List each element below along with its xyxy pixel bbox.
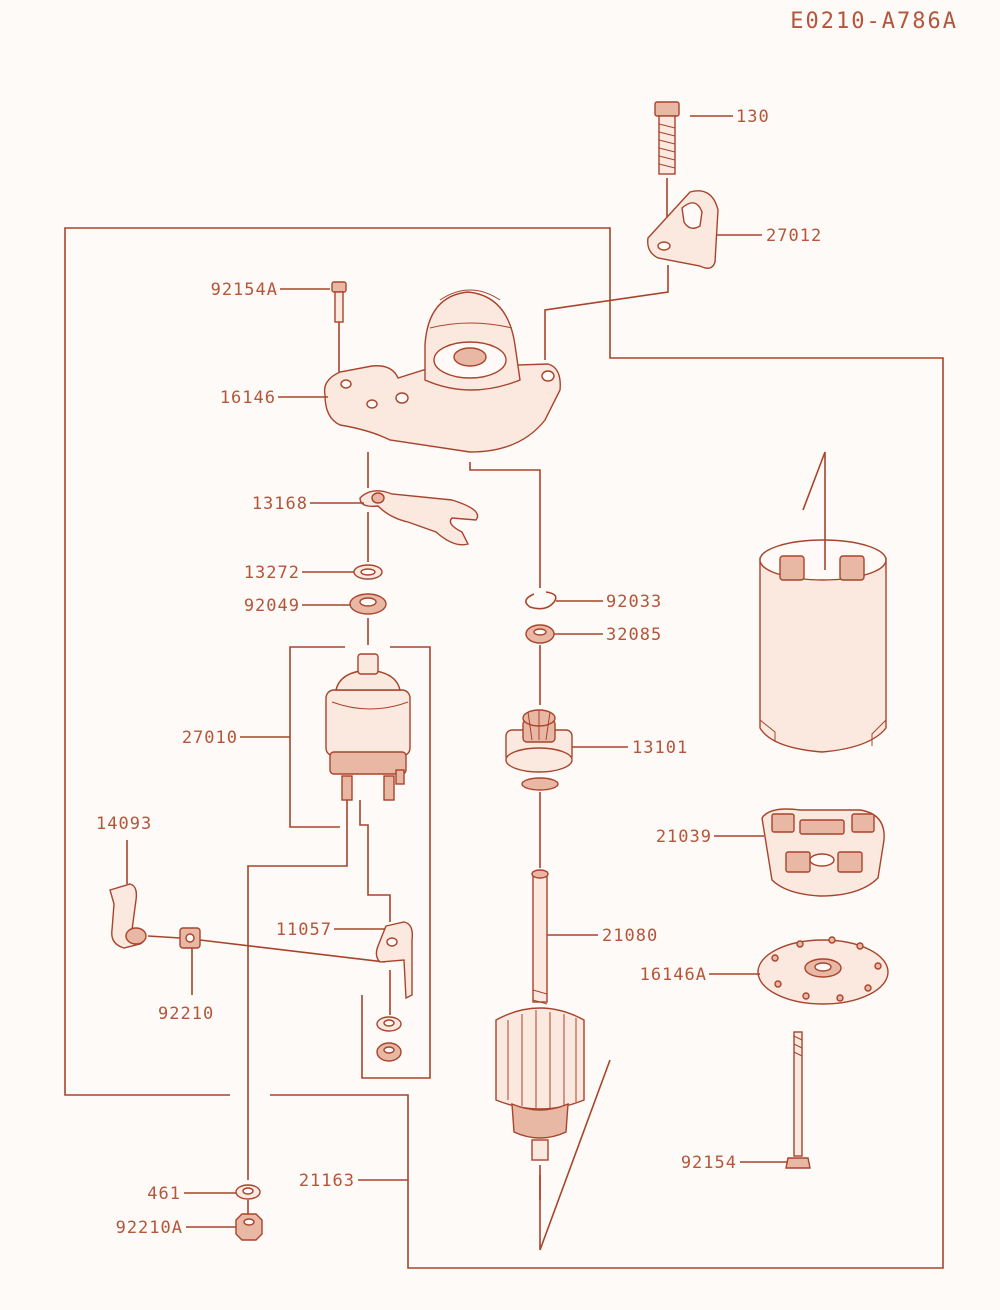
label-27012[interactable]: 27012: [766, 226, 822, 246]
label-13272[interactable]: 13272: [244, 563, 300, 583]
washer-13272[interactable]: [353, 564, 383, 580]
seal-92049[interactable]: [349, 593, 387, 615]
label-92033[interactable]: 92033: [606, 592, 662, 612]
label-92210A[interactable]: 92210A: [116, 1218, 183, 1238]
collar-32085[interactable]: [525, 624, 555, 644]
screw-92154A[interactable]: [331, 281, 347, 323]
label-11057[interactable]: 11057: [276, 920, 332, 940]
label-130[interactable]: 130: [736, 107, 770, 127]
snap-ring-92033[interactable]: [525, 591, 557, 610]
label-21039[interactable]: 21039: [656, 827, 712, 847]
yoke-housing[interactable]: [759, 539, 887, 753]
nut-92210[interactable]: [179, 927, 201, 949]
label-92154A[interactable]: 92154A: [211, 280, 278, 300]
label-13101[interactable]: 13101: [632, 738, 688, 758]
washer-461[interactable]: [235, 1184, 261, 1200]
label-92154[interactable]: 92154: [681, 1153, 737, 1173]
label-13168[interactable]: 13168: [252, 494, 308, 514]
through-bolt-92154[interactable]: [785, 1031, 811, 1169]
washer-small[interactable]: [376, 1016, 402, 1032]
solenoid-switch-27010[interactable]: [325, 653, 411, 801]
assembly-frame: [64, 227, 944, 1269]
pinion-13101[interactable]: [505, 709, 573, 791]
label-21080[interactable]: 21080: [602, 926, 658, 946]
bolt-130[interactable]: [654, 101, 680, 175]
bracket-27012[interactable]: [647, 190, 719, 269]
label-16146[interactable]: 16146: [220, 388, 276, 408]
diagram-code: E0210-A786A: [790, 9, 958, 34]
label-27010[interactable]: 27010: [182, 728, 238, 748]
brush-holder-21039[interactable]: [761, 808, 885, 897]
label-21163[interactable]: 21163: [299, 1171, 355, 1191]
label-32085[interactable]: 32085: [606, 625, 662, 645]
end-plate-16146A[interactable]: [757, 936, 889, 1005]
label-461[interactable]: 461: [147, 1184, 181, 1204]
solenoid-bracket-right: [361, 646, 431, 1079]
label-92210[interactable]: 92210: [158, 1004, 214, 1024]
label-92049[interactable]: 92049: [244, 596, 300, 616]
lever-13168[interactable]: [359, 490, 479, 546]
label-14093[interactable]: 14093: [96, 814, 152, 834]
nut-small[interactable]: [376, 1042, 402, 1062]
plate-11057[interactable]: [375, 921, 414, 1000]
label-16146A[interactable]: 16146A: [640, 965, 707, 985]
terminal-14093[interactable]: [109, 883, 147, 949]
nut-92210A[interactable]: [235, 1213, 263, 1241]
housing-16146[interactable]: [323, 289, 561, 453]
armature-21080[interactable]: [495, 869, 585, 1161]
